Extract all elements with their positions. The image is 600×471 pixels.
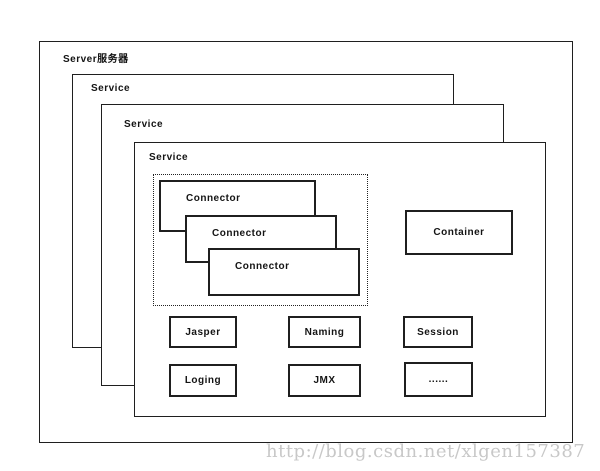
watermark-text: http://blog.csdn.net/xlgen157387 <box>266 441 586 462</box>
ellipsis-box: ...... <box>404 362 473 397</box>
service-label-1: Service <box>91 83 131 94</box>
connector-box-3: Connector <box>208 248 360 296</box>
ellipsis-label: ...... <box>428 374 449 385</box>
service-label-3: Service <box>149 152 189 163</box>
container-box: Container <box>405 210 513 255</box>
loging-label: Loging <box>184 375 222 386</box>
connector-label-3: Connector <box>235 261 290 272</box>
jasper-box: Jasper <box>169 316 237 348</box>
connector-label-1: Connector <box>186 193 241 204</box>
connectors-group-box <box>153 174 368 306</box>
connector-label-2: Connector <box>212 228 267 239</box>
loging-box: Loging <box>169 364 237 397</box>
jmx-box: JMX <box>288 364 361 397</box>
server-label: Server服务器 <box>63 54 129 65</box>
service-label-2: Service <box>124 119 164 130</box>
container-label: Container <box>433 227 485 238</box>
session-box: Session <box>403 316 473 348</box>
session-label: Session <box>417 326 459 338</box>
jasper-label: Jasper <box>185 326 221 338</box>
naming-box: Naming <box>288 316 361 348</box>
naming-label: Naming <box>304 326 345 338</box>
jmx-label: JMX <box>313 375 336 386</box>
